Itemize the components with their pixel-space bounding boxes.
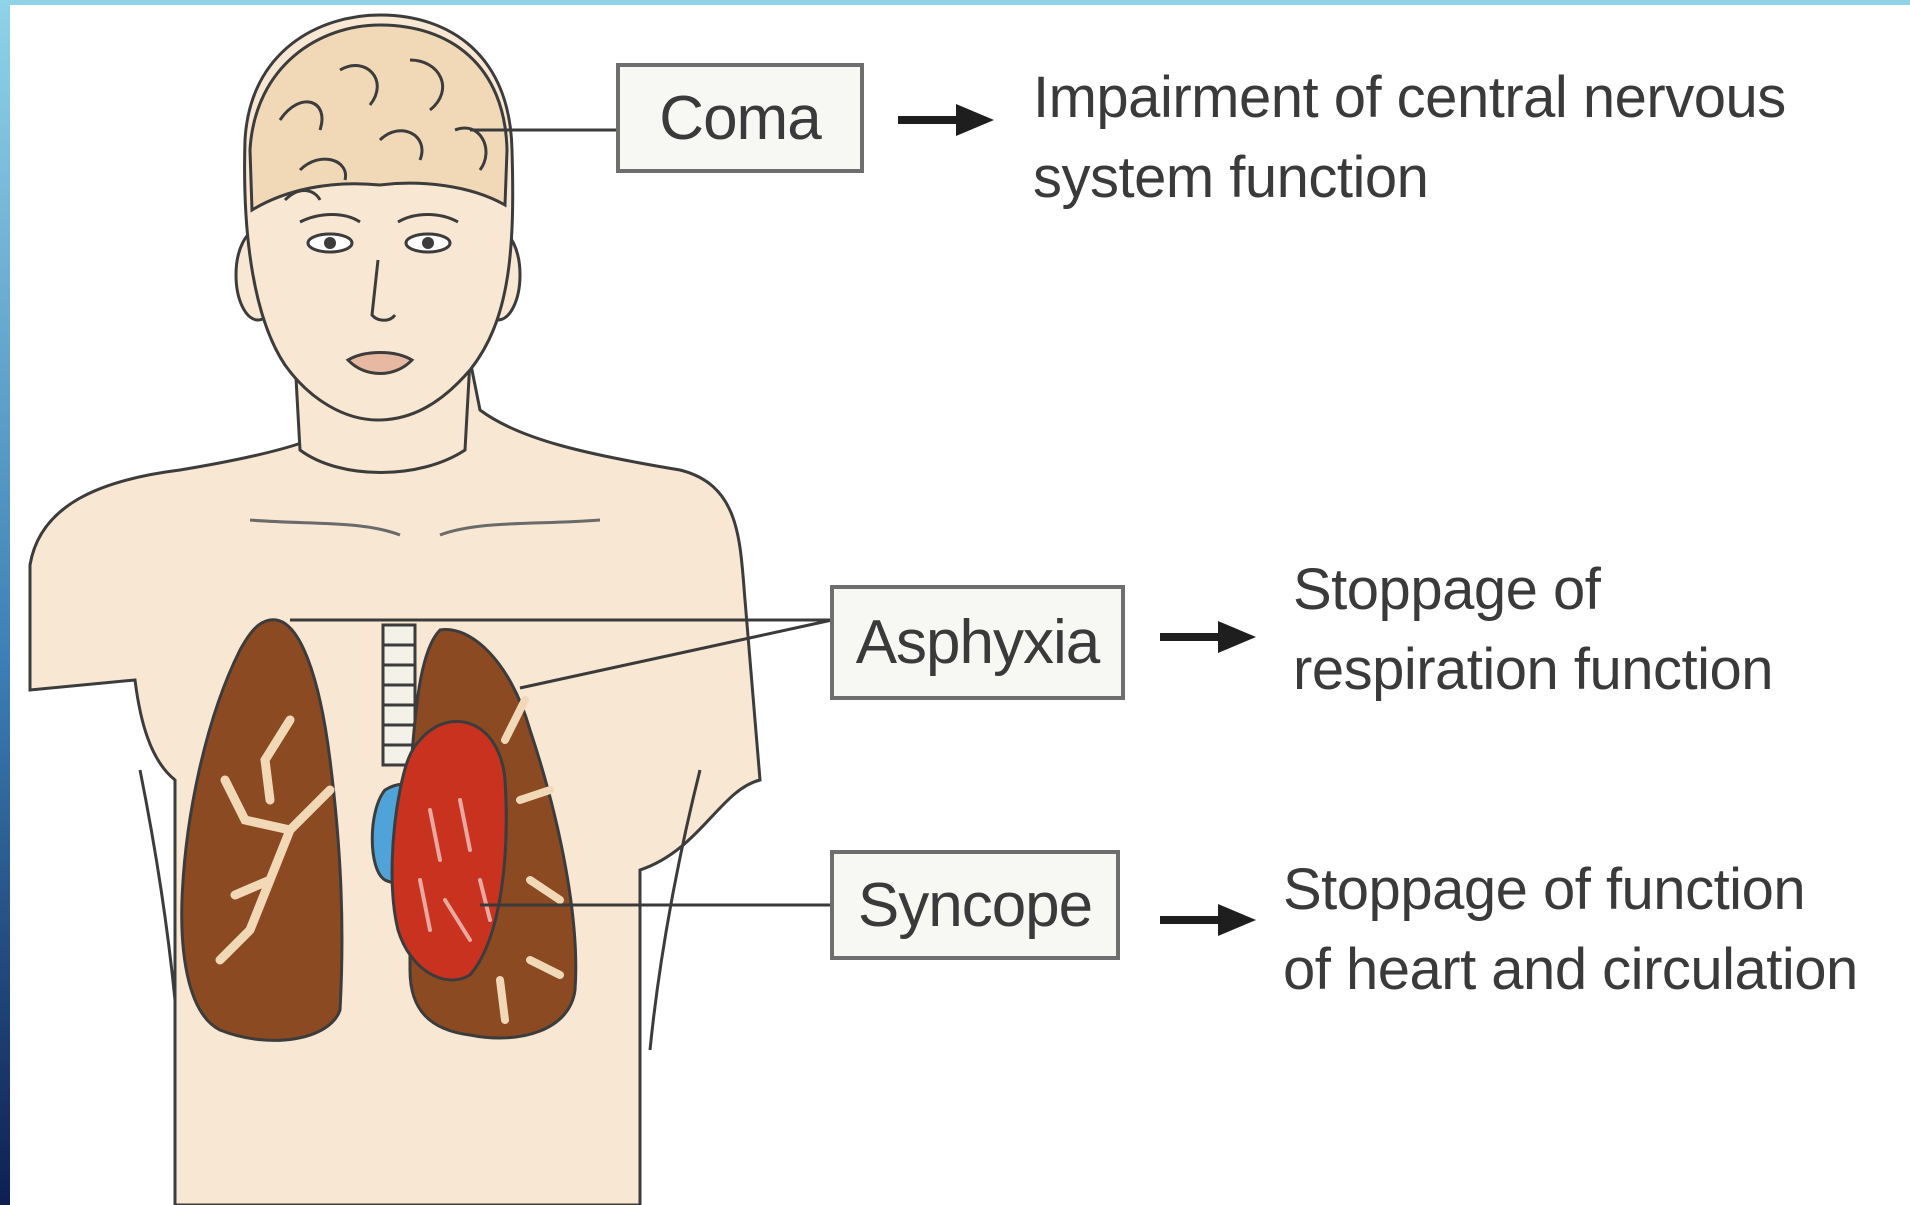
right-arrow-icon bbox=[1160, 900, 1260, 940]
syncope-label: Syncope bbox=[858, 870, 1092, 941]
coma-description: Impairment of central nervous system fun… bbox=[1033, 58, 1786, 218]
right-pupil bbox=[422, 237, 434, 249]
coma-label-box: Coma bbox=[616, 63, 864, 173]
left-pupil bbox=[324, 237, 336, 249]
coma-description-line-1: Impairment of central nervous bbox=[1033, 58, 1786, 138]
asphyxia-description-line-1: Stoppage of bbox=[1293, 550, 1773, 630]
left-arm-line bbox=[140, 770, 175, 1000]
heart bbox=[392, 721, 506, 980]
asphyxia-label: Asphyxia bbox=[856, 607, 1100, 678]
asphyxia-description: Stoppage of respiration function bbox=[1293, 550, 1773, 710]
asphyxia-description-line-2: respiration function bbox=[1293, 630, 1773, 710]
asphyxia-label-box: Asphyxia bbox=[830, 585, 1125, 700]
syncope-label-box: Syncope bbox=[830, 850, 1120, 960]
left-frame-strip bbox=[0, 0, 10, 1205]
coma-description-line-2: system function bbox=[1033, 138, 1786, 218]
syncope-description-line-1: Stoppage of function bbox=[1283, 850, 1858, 930]
torso-outline bbox=[30, 360, 760, 1205]
right-arrow-icon bbox=[1160, 617, 1260, 657]
syncope-description: Stoppage of function of heart and circul… bbox=[1283, 850, 1858, 1010]
syncope-description-line-2: of heart and circulation bbox=[1283, 930, 1858, 1010]
right-arrow-icon bbox=[898, 100, 998, 140]
coma-label: Coma bbox=[659, 83, 820, 154]
top-frame-strip bbox=[0, 0, 1910, 5]
